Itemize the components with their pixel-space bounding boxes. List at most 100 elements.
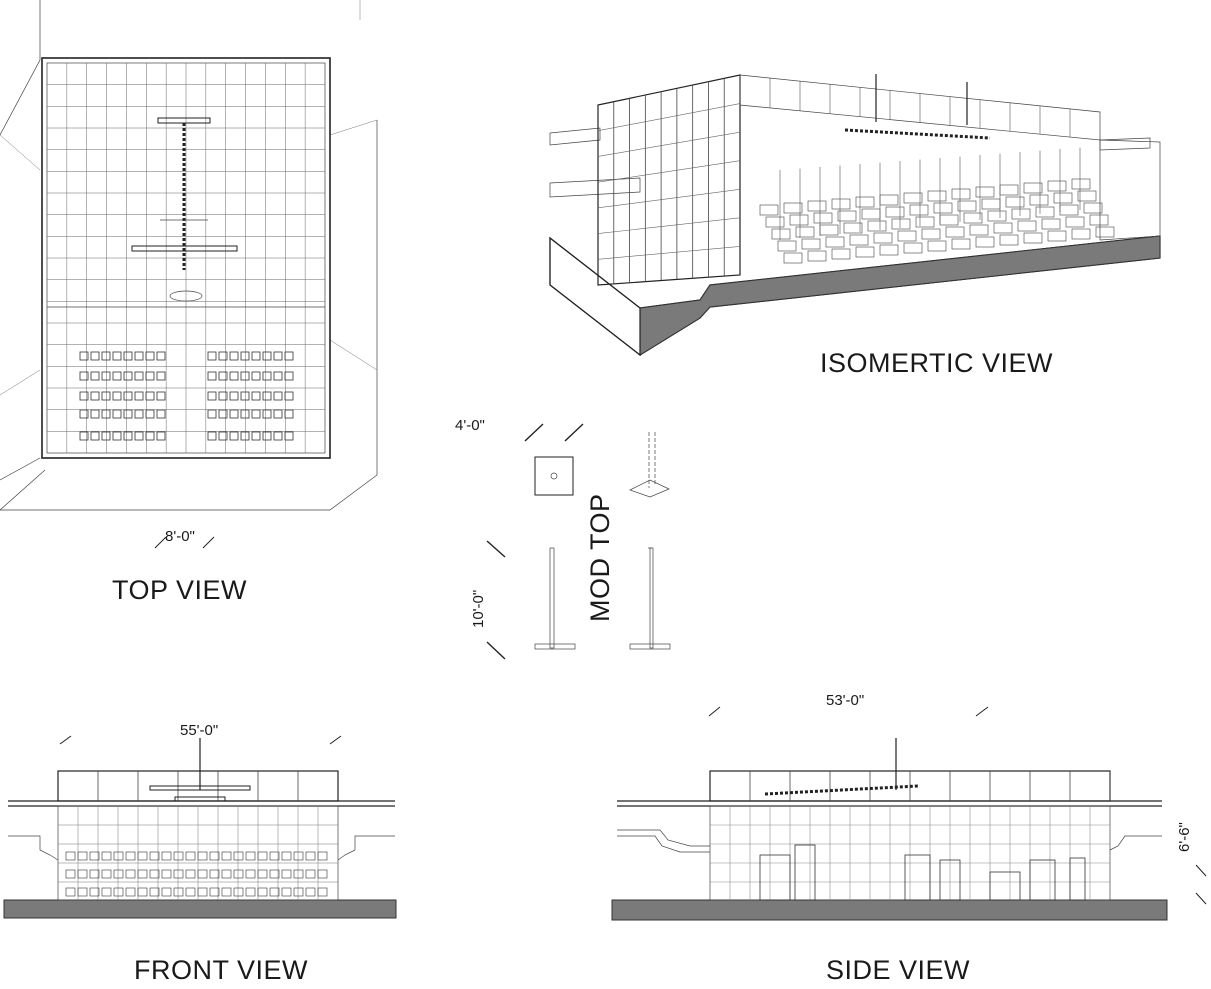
- side-left-stair: [617, 829, 710, 847]
- iso-seat: [999, 184, 1019, 196]
- iso-right-deck: [1099, 139, 1161, 241]
- iso-seat: [873, 232, 893, 244]
- top-view-drawing: [0, 0, 378, 549]
- top-seat: [101, 431, 111, 441]
- top-seat: [229, 431, 239, 441]
- front-seat: [305, 851, 316, 861]
- front-seat: [125, 851, 136, 861]
- module-post-side: [649, 547, 654, 649]
- top-seat: [101, 391, 111, 401]
- side-left-stair: [617, 835, 710, 853]
- front-seat: [173, 887, 184, 897]
- top-seat: [273, 391, 283, 401]
- top-seat: [284, 371, 294, 381]
- iso-seat: [1047, 180, 1067, 192]
- iso-seat: [777, 240, 797, 252]
- top-seat: [90, 409, 100, 419]
- top-view-center-fixture: [169, 290, 203, 302]
- iso-seat: [987, 210, 1007, 222]
- top-seat: [101, 371, 111, 381]
- module-iso-base: [629, 479, 670, 498]
- top-seat: [284, 351, 294, 361]
- side-furniture-item: [904, 854, 931, 901]
- top-seat: [90, 371, 100, 381]
- top-seat: [251, 431, 261, 441]
- iso-seat: [765, 216, 785, 228]
- iso-wall-transom: [597, 103, 741, 132]
- front-seat: [257, 869, 268, 879]
- top-seat: [240, 431, 250, 441]
- top-seat: [79, 409, 89, 419]
- top-seat: [218, 391, 228, 401]
- top-seat: [123, 351, 133, 361]
- top-seat: [273, 351, 283, 361]
- front-view-dimension: 55'-0": [180, 722, 219, 739]
- iso-seat: [831, 198, 851, 210]
- iso-seat: [801, 238, 821, 250]
- side-dim-tick: [1195, 864, 1207, 877]
- iso-seat: [975, 236, 995, 248]
- front-seat: [161, 851, 172, 861]
- top-seat: [145, 391, 155, 401]
- front-seat: [113, 869, 124, 879]
- iso-base-slab: [639, 235, 1161, 356]
- front-seat: [173, 869, 184, 879]
- iso-seat: [1059, 204, 1079, 216]
- top-seat: [273, 371, 283, 381]
- iso-seat: [927, 240, 947, 252]
- iso-seat: [1023, 232, 1043, 244]
- iso-seat: [771, 228, 791, 240]
- iso-seat: [813, 212, 833, 224]
- front-seat: [149, 869, 160, 879]
- module-width-dimension: 4'-0": [455, 417, 485, 434]
- iso-seat: [921, 228, 941, 240]
- top-seat: [251, 391, 261, 401]
- front-seat: [209, 887, 220, 897]
- module-dim-tick: [564, 423, 584, 442]
- iso-wall-transom: [597, 160, 741, 183]
- front-seat: [185, 887, 196, 897]
- module-dim-tick: [524, 423, 544, 442]
- iso-seat: [915, 216, 935, 228]
- module-post-elevation: [549, 547, 555, 649]
- front-view-title: FRONT VIEW: [134, 955, 309, 985]
- module-base-side: [629, 643, 671, 650]
- front-truss: [149, 785, 251, 791]
- top-seat: [156, 431, 166, 441]
- top-seat: [90, 431, 100, 441]
- top-view-dim-tick-left: [154, 536, 167, 549]
- top-view-truss-upper: [157, 117, 211, 124]
- iso-seat: [795, 226, 815, 238]
- top-seat: [112, 351, 122, 361]
- front-seat: [161, 869, 172, 879]
- top-seat: [156, 351, 166, 361]
- iso-seat: [789, 214, 809, 226]
- top-view-diagonal: [329, 119, 378, 136]
- top-seat: [156, 371, 166, 381]
- top-seat: [101, 409, 111, 419]
- top-seat: [112, 371, 122, 381]
- top-seat: [112, 431, 122, 441]
- front-seat: [125, 869, 136, 879]
- top-seat: [90, 391, 100, 401]
- iso-seat: [855, 196, 875, 208]
- iso-seat: [783, 202, 803, 214]
- module-drawing: [486, 423, 671, 660]
- module-dim-tick: [486, 540, 506, 558]
- side-dim-tick: [975, 706, 989, 717]
- top-seat: [145, 351, 155, 361]
- iso-wall-transom: [597, 217, 741, 234]
- top-seat: [123, 431, 133, 441]
- iso-right-ledge: [1099, 137, 1151, 151]
- iso-seat: [849, 234, 869, 246]
- top-seat: [262, 431, 272, 441]
- top-seat: [134, 409, 144, 419]
- iso-seat: [945, 226, 965, 238]
- iso-truss: [844, 128, 991, 140]
- side-view-title: SIDE VIEW: [826, 955, 971, 985]
- side-grid: [710, 771, 1111, 900]
- side-furniture-item: [794, 844, 816, 901]
- side-dim-tick: [1195, 892, 1207, 905]
- top-seat: [284, 409, 294, 419]
- top-seat: [145, 371, 155, 381]
